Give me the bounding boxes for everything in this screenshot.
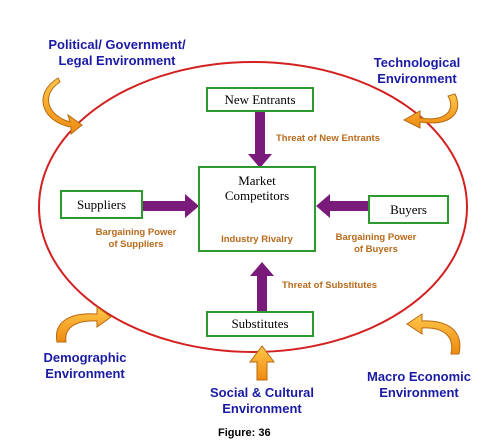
technological-line2: Environment: [377, 71, 457, 86]
new-entrants-label: New Entrants: [224, 92, 296, 107]
box-buyers: Buyers: [368, 195, 449, 224]
substitutes-label: Substitutes: [231, 316, 289, 331]
political-line2: Legal Environment: [58, 53, 176, 68]
arrow-suppliers: [142, 194, 199, 218]
environment-ellipse: [38, 61, 468, 353]
social-line1: Social & Cultural: [209, 385, 315, 400]
curved-arrow-technological: [402, 93, 459, 129]
arrow-new-entrants: [248, 111, 272, 168]
figure-caption: Figure: 36: [218, 427, 271, 439]
box-substitutes: Substitutes: [206, 311, 314, 337]
box-market-competitors: Market Competitors Industry Rivalry: [198, 166, 316, 252]
social-line2: Environment: [222, 401, 302, 416]
technological-line1: Technological: [373, 55, 461, 70]
bargaining-buyers-line2: of Buyers: [354, 244, 398, 255]
suppliers-label: Suppliers: [76, 197, 127, 212]
label-threat-substitutes: Threat of Substitutes: [282, 280, 377, 292]
demographic-line1: Demographic: [43, 350, 127, 365]
market-competitors-line2: Competitors: [224, 188, 290, 203]
curved-arrow-political: [42, 77, 83, 136]
label-technological-environment: Technological Environment: [362, 55, 472, 87]
arrow-buyers: [316, 194, 368, 218]
arrow-substitutes: [250, 262, 274, 312]
label-demographic-environment: Demographic Environment: [30, 350, 140, 382]
industry-rivalry-label: Industry Rivalry: [221, 234, 293, 245]
bargaining-suppliers-line2: of Suppliers: [108, 239, 164, 250]
bargaining-buyers-line1: Bargaining Power: [335, 232, 417, 243]
label-social-cultural-environment: Social & Cultural Environment: [200, 385, 324, 417]
arrow-social-cultural: [249, 345, 275, 381]
label-bargaining-buyers: Bargaining Power of Buyers: [326, 232, 426, 256]
market-competitors-line1: Market: [238, 173, 276, 188]
bargaining-suppliers-line1: Bargaining Power: [95, 227, 177, 238]
threat-substitutes-text: Threat of Substitutes: [282, 280, 378, 291]
macro-line2: Environment: [379, 385, 459, 400]
box-suppliers: Suppliers: [60, 190, 143, 219]
box-new-entrants: New Entrants: [206, 87, 314, 112]
label-macro-economic-environment: Macro Economic Environment: [352, 369, 486, 401]
curved-arrow-macro-economic: [406, 313, 461, 355]
threat-new-entrants-text: Threat of New Entrants: [276, 133, 380, 144]
macro-line1: Macro Economic: [366, 369, 472, 384]
buyers-label: Buyers: [390, 202, 427, 217]
label-threat-new-entrants: Threat of New Entrants: [276, 133, 380, 145]
curved-arrow-demographic: [55, 306, 112, 343]
political-line1: Political/ Government/: [48, 37, 186, 52]
label-bargaining-suppliers: Bargaining Power of Suppliers: [86, 227, 186, 251]
label-political-environment: Political/ Government/ Legal Environment: [38, 37, 196, 69]
demographic-line2: Environment: [45, 366, 125, 381]
